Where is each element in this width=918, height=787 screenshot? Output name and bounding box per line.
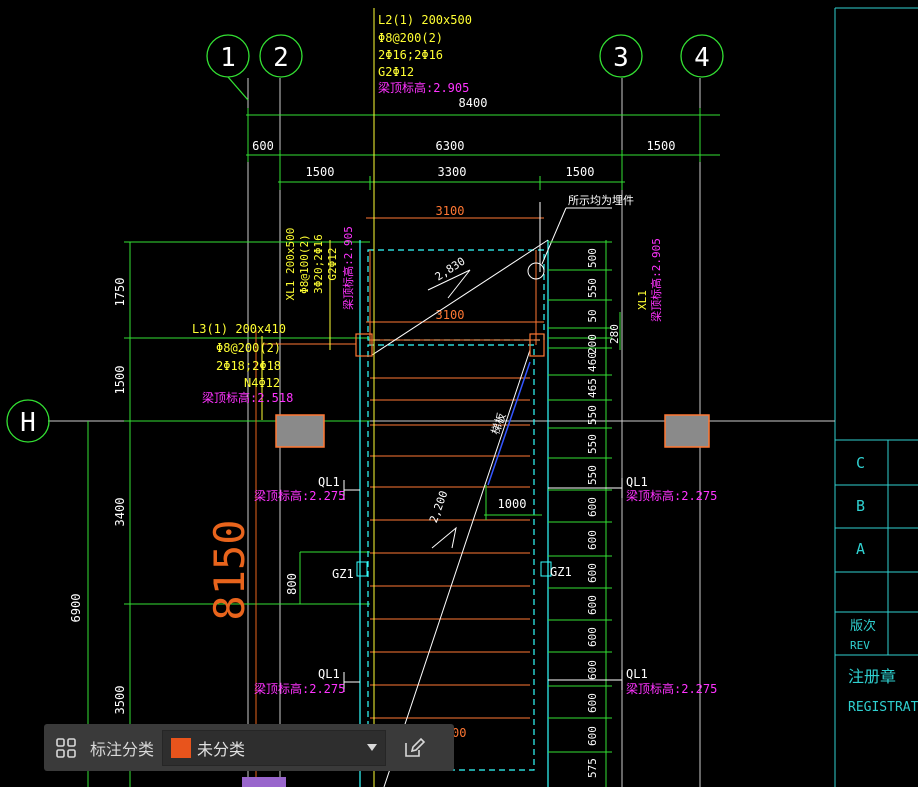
top-dimension-lines: [246, 108, 720, 190]
xl1-left-stirrup: Φ8@100(2): [298, 234, 311, 294]
step-dim-550-d: 550: [586, 465, 599, 485]
category-dropdown[interactable]: 未分类: [162, 729, 387, 766]
right-step-dimension-line: [548, 240, 621, 787]
ql1-right-upper: QL1: [626, 475, 648, 489]
dim-1000: 1000: [498, 497, 527, 511]
grid-axis-1: 1: [220, 43, 236, 73]
step-dim-550-c: 550: [586, 434, 599, 454]
ql1-left-upper-elevation: 梁顶标高:2.275: [254, 488, 345, 503]
title-block: [834, 7, 918, 787]
l3-main-bars: 2Φ18;2Φ18: [216, 359, 281, 373]
ql1-right-lower: QL1: [626, 667, 648, 681]
step-dim-600-e: 600: [586, 627, 599, 647]
rev-c-label: C: [856, 454, 865, 472]
l3-side-bars: N4Φ12: [244, 376, 280, 390]
stair-landing-lines: [369, 250, 540, 345]
step-dim-600-g: 600: [586, 693, 599, 713]
step-dim-280: 280: [608, 324, 621, 344]
l3-elevation: 梁顶标高:2.518: [202, 390, 293, 405]
step-dim-550-b: 550: [586, 405, 599, 425]
dim-3100-top: 3100: [436, 204, 465, 218]
chevron-down-icon: [367, 744, 378, 751]
dim-800: 800: [285, 573, 299, 595]
l2-title: L2(1) 200x500: [378, 13, 472, 27]
gz1-left: GZ1: [332, 567, 354, 581]
xl1-left-side: G2Φ12: [326, 247, 339, 280]
registration-cn-label: 注册章: [848, 667, 896, 686]
l3-title: L3(1) 200x410: [192, 322, 286, 336]
category-selected-value: 未分类: [197, 739, 246, 759]
l2-side-bars: G2Φ12: [378, 65, 414, 79]
l2-stirrup: Φ8@200(2): [378, 31, 443, 45]
dim-6900: 6900: [69, 594, 83, 623]
dim-3500: 3500: [113, 686, 127, 715]
xl1-left-bars: 3Φ20;2Φ16: [312, 234, 325, 294]
dim-8400: 8400: [459, 96, 488, 110]
dim-3400: 3400: [113, 498, 127, 527]
dim-6300: 6300: [436, 139, 465, 153]
dim-600: 600: [252, 139, 274, 153]
step-dim-500: 500: [586, 248, 599, 268]
edit-icon[interactable]: [400, 734, 428, 762]
dim-1500-right: 1500: [647, 139, 676, 153]
stair-slope-lines: [371, 202, 612, 787]
ql1-left-upper: QL1: [318, 475, 340, 489]
step-dim-600-f: 600: [586, 660, 599, 680]
xl1-right-title: XL1: [636, 290, 649, 310]
rev-a-label: A: [856, 540, 865, 558]
grid-axis-h: H: [20, 408, 36, 438]
dim-3100-partial: 00: [452, 726, 466, 740]
xl1-left-title: XL1 200x500: [284, 228, 297, 301]
l3-stirrup: Φ8@200(2): [216, 341, 281, 355]
ql1-right-lower-elevation: 梁顶标高:2.275: [626, 681, 717, 696]
stair-treads: [366, 217, 544, 719]
dim-1500-a: 1500: [306, 165, 335, 179]
dim-3100-mid: 3100: [436, 308, 465, 322]
grid-axis-2: 2: [273, 43, 289, 73]
xl1-left-elevation: 梁顶标高:2.905: [341, 226, 355, 310]
step-dim-465: 465: [586, 378, 599, 398]
registration-en-label: REGISTRATIO: [848, 700, 918, 715]
rev-en-label: REV: [850, 639, 870, 652]
dim-1500-vertical: 1500: [113, 366, 127, 395]
dim-8150: 8150: [205, 519, 254, 620]
step-dim-600-d: 600: [586, 595, 599, 615]
annotation-category-toolbar: 标注分类 未分类: [44, 724, 454, 771]
ql1-right-upper-elevation: 梁顶标高:2.275: [626, 488, 717, 503]
step-dim-600-a: 600: [586, 497, 599, 517]
rev-cn-label: 版次: [850, 618, 876, 634]
ql1-left-lower: QL1: [318, 667, 340, 681]
l2-elevation: 梁顶标高:2.905: [378, 80, 469, 95]
gz1-right: GZ1: [550, 565, 572, 579]
rev-b-label: B: [856, 497, 865, 515]
grid-axis-3: 3: [613, 43, 629, 73]
dim-1500-b: 1500: [566, 165, 595, 179]
grid-apps-icon[interactable]: [52, 734, 80, 762]
step-dim-200: 200: [586, 334, 599, 354]
l2-main-bars: 2Φ16;2Φ16: [378, 48, 443, 62]
step-dim-600-c: 600: [586, 563, 599, 583]
dim-1750: 1750: [113, 278, 127, 307]
step-dim-600-h: 600: [586, 726, 599, 746]
dim-1000-line: [484, 485, 542, 520]
grid-bubbles: [6, 34, 724, 443]
category-color-swatch: [171, 737, 192, 758]
leader-note: 所示均为埋件: [568, 194, 634, 207]
ramp-line-blue: [487, 361, 531, 486]
dim-3300: 3300: [438, 165, 467, 179]
xl1-right-elevation: 梁顶标高:2.905: [649, 238, 663, 322]
step-dim-460: 460: [586, 352, 599, 372]
grid-axis-4: 4: [694, 43, 710, 73]
ql1-leaders: [343, 478, 623, 692]
step-dim-550-a: 550: [586, 278, 599, 298]
step-dim-50: 50: [586, 309, 599, 322]
annotation-category-label: 标注分类: [90, 739, 155, 759]
ql1-left-lower-elevation: 梁顶标高:2.275: [254, 681, 345, 696]
step-dim-575: 575: [586, 758, 599, 778]
structural-columns: [242, 333, 710, 787]
step-dim-600-b: 600: [586, 530, 599, 550]
